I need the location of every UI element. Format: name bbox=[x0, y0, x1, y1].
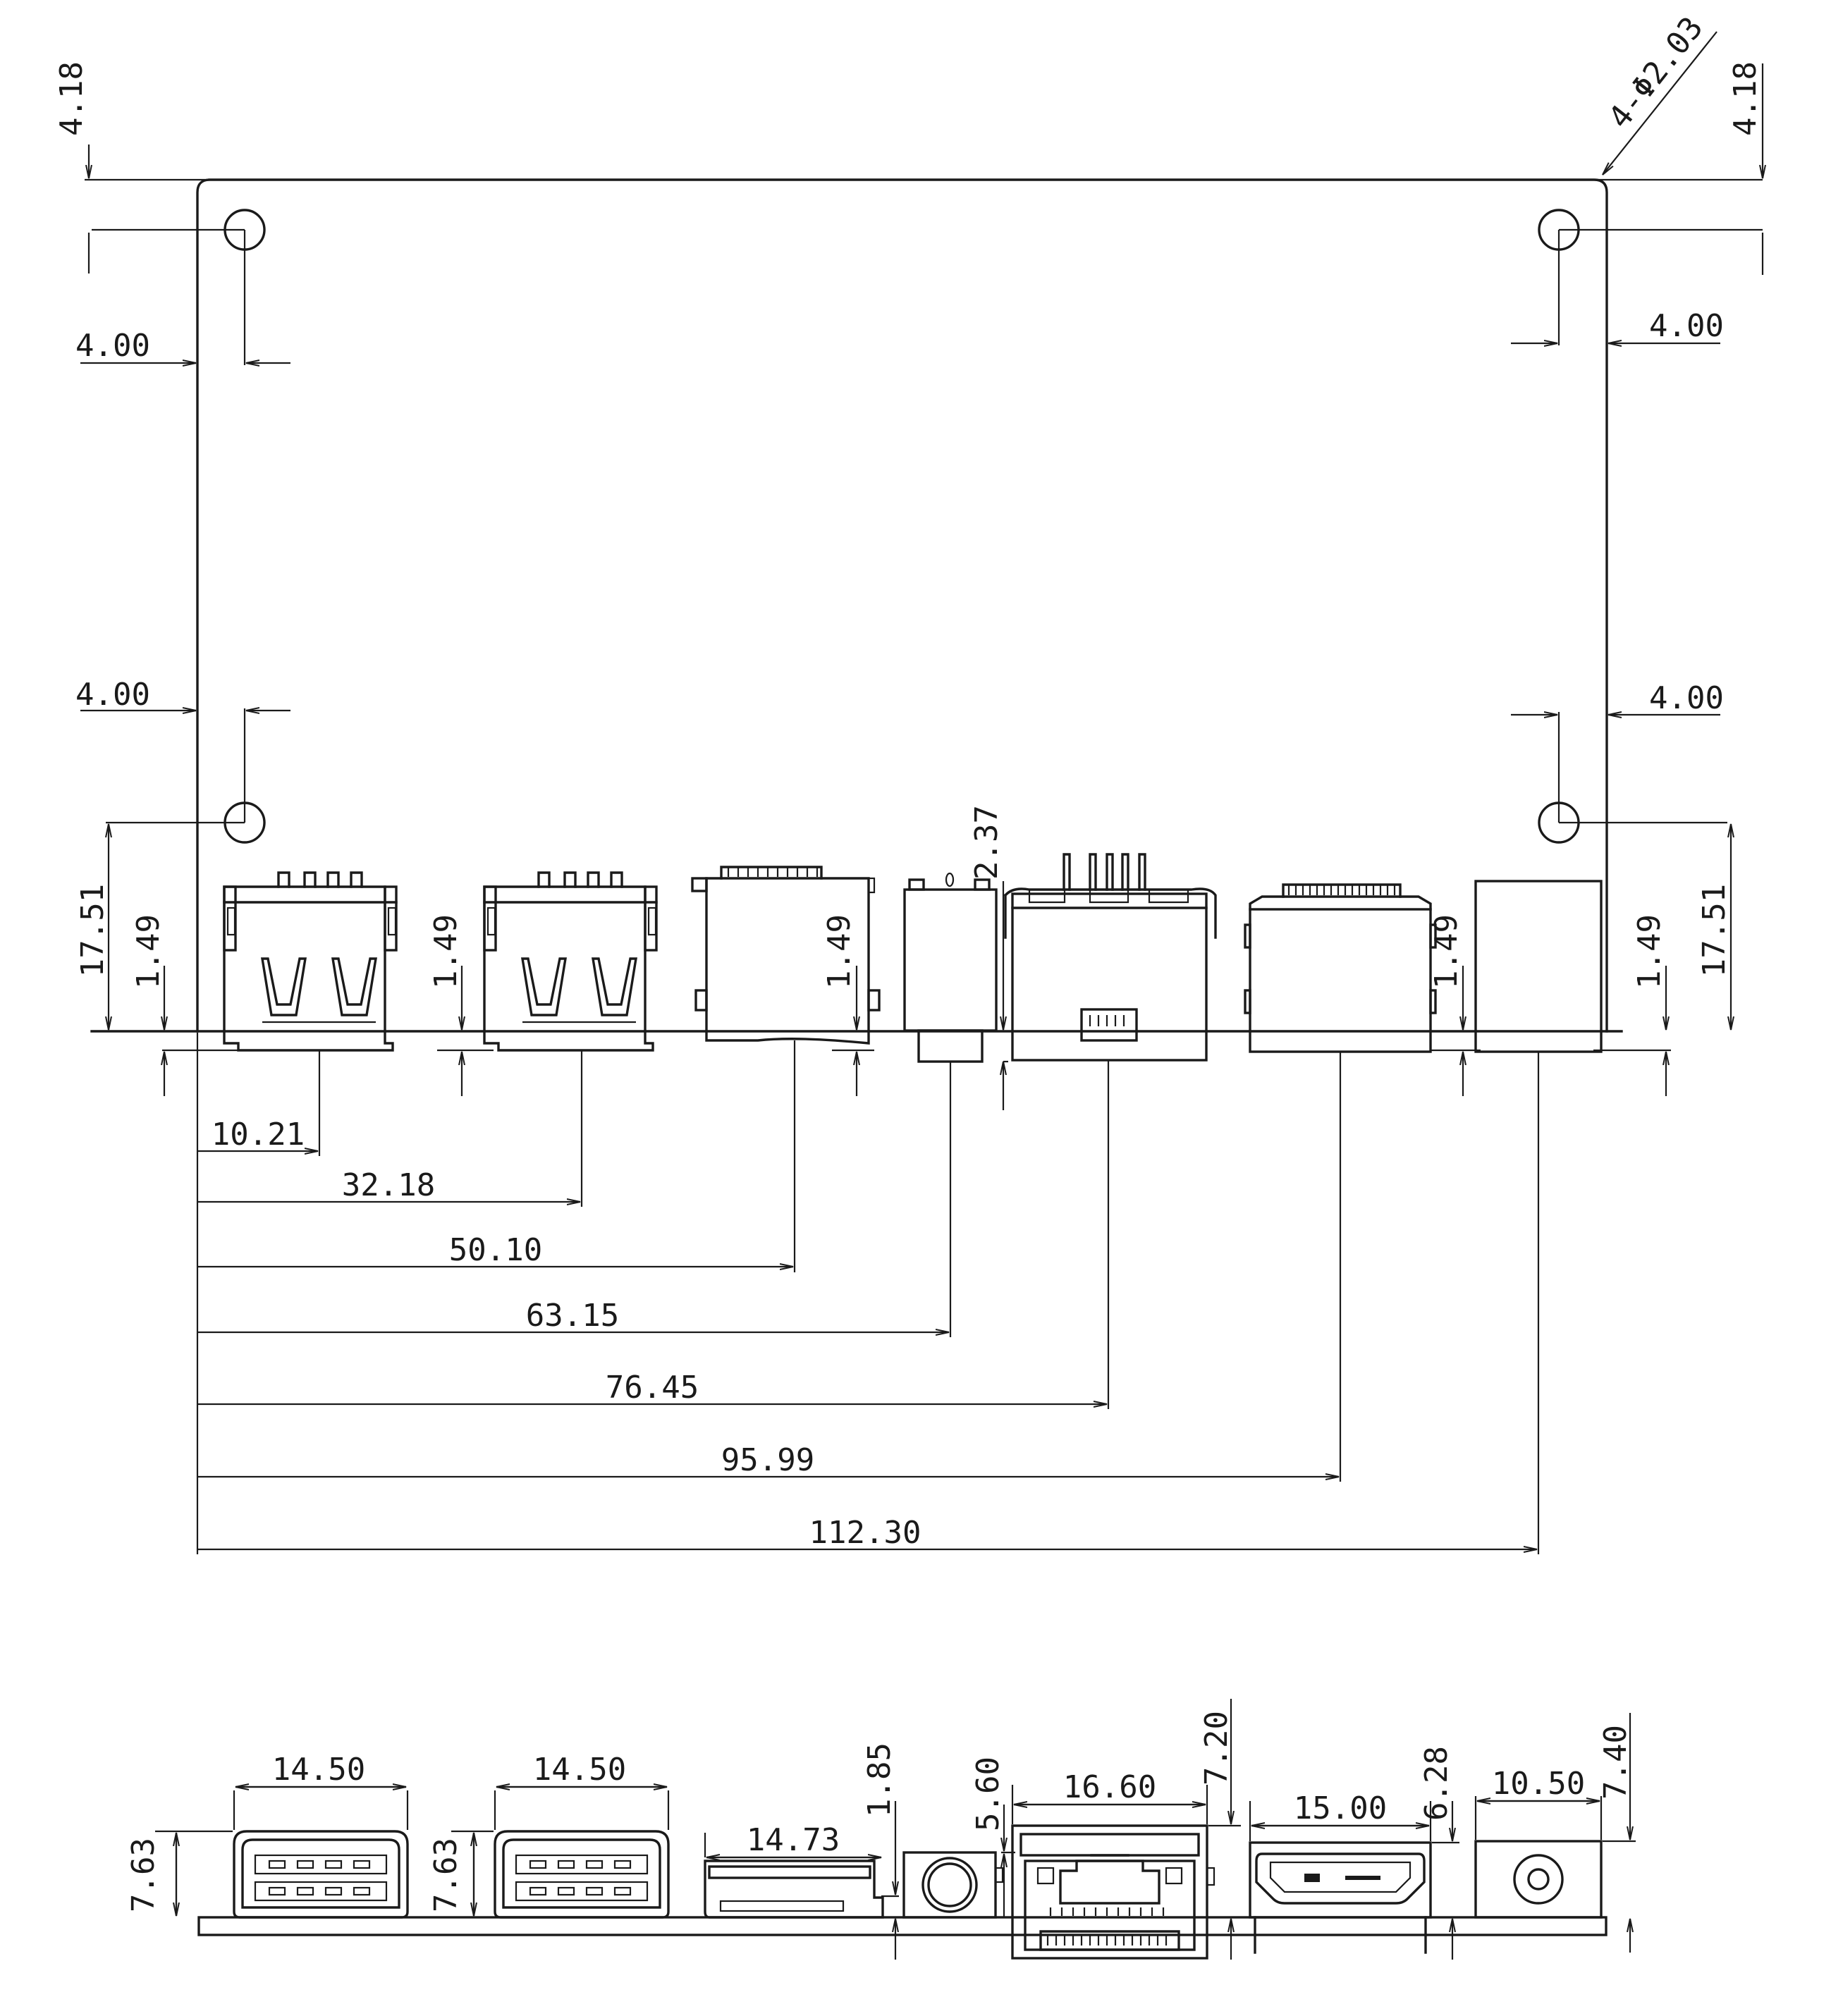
dc-jack-front bbox=[1474, 1840, 1603, 1919]
dim-hdmi-width: 15.00 bbox=[1294, 1790, 1387, 1826]
board-outline bbox=[196, 178, 1608, 1033]
dim-pos-usb2: 32.18 bbox=[342, 1167, 435, 1203]
position-dims: 10.21 32.18 50.10 63.15 76.45 95.99 112.… bbox=[196, 1033, 1540, 1554]
dim-bottom-hole-right: 17.51 bbox=[1696, 884, 1732, 977]
hole-extension-lines bbox=[92, 228, 1763, 824]
dim-rj45-height: 7.20 bbox=[1199, 1711, 1235, 1785]
usb-a-port-1-front bbox=[233, 1830, 409, 1919]
dim-usb2-height: 7.63 bbox=[428, 1838, 464, 1912]
dim-audio-height: 5.60 bbox=[970, 1757, 1006, 1831]
pcb-side bbox=[197, 1916, 1608, 1936]
dim-hole-inset-bl: 4.00 bbox=[75, 677, 150, 713]
rj45-port-top bbox=[1003, 853, 1217, 1062]
dim-rj45-width: 16.60 bbox=[1063, 1769, 1156, 1805]
dim-overhang-dc: 1.49 bbox=[1631, 914, 1667, 989]
front-view: 14.50 7.63 14.50 7.63 bbox=[125, 1699, 1636, 1960]
hdmi-port-top bbox=[1244, 883, 1437, 1053]
dim-overhang-usb1: 1.49 bbox=[130, 914, 166, 989]
dim-tf-height: 1.85 bbox=[862, 1743, 898, 1817]
usb-a-port-1-top bbox=[223, 871, 398, 1052]
audio-jack-top bbox=[903, 872, 998, 1063]
hole-spec-label: 4-Φ2.03 bbox=[1601, 10, 1710, 135]
dim-bottom-hole-left: 17.51 bbox=[75, 884, 111, 977]
top-view: 4.18 4.18 4-Φ2.03 4.00 4.00 4.00 4.00 17… bbox=[54, 10, 1763, 1554]
dim-top-margin-right: 4.18 bbox=[1727, 61, 1763, 136]
dim-hole-inset-tr: 4.00 bbox=[1649, 308, 1724, 344]
usb-a-port-2-top bbox=[483, 871, 658, 1052]
dim-usb2-width: 14.50 bbox=[533, 1752, 626, 1788]
dim-pos-audio: 63.15 bbox=[526, 1298, 619, 1334]
overhang-dims: 1.49 1.49 1.49 2.37 1.49 1.49 bbox=[130, 805, 1667, 1110]
usb-a-port-2-front bbox=[494, 1830, 670, 1919]
dim-tf-width: 14.73 bbox=[747, 1822, 840, 1858]
dc-jack-top bbox=[1474, 880, 1603, 1053]
dim-overhang-audio: 2.37 bbox=[969, 805, 1005, 880]
hdmi-logo-label: HDMI bbox=[1321, 1875, 1346, 1885]
dim-pos-rj45: 76.45 bbox=[606, 1370, 699, 1406]
dim-top-margin-left: 4.18 bbox=[54, 61, 90, 136]
dim-dc-width: 10.50 bbox=[1492, 1766, 1585, 1802]
audio-jack-front bbox=[902, 1851, 1004, 1919]
tf-card-slot-top bbox=[691, 866, 881, 1045]
dim-dc-height: 7.40 bbox=[1598, 1725, 1634, 1800]
dim-pos-usb1: 10.21 bbox=[212, 1117, 305, 1153]
dim-hole-inset-tl: 4.00 bbox=[75, 328, 150, 364]
dim-overhang-usb2: 1.49 bbox=[428, 914, 464, 989]
dim-overhang-tf: 1.49 bbox=[821, 914, 857, 989]
hdmi-port-front: HDMI bbox=[1249, 1841, 1432, 1954]
dim-usb1-width: 14.50 bbox=[272, 1752, 365, 1788]
tf-card-slot-front bbox=[704, 1860, 884, 1919]
dim-pos-hdmi: 95.99 bbox=[721, 1442, 814, 1478]
dim-pos-dc: 112.30 bbox=[809, 1515, 921, 1551]
dim-usb1-height: 7.63 bbox=[125, 1838, 161, 1912]
dim-pos-tf: 50.10 bbox=[449, 1232, 542, 1268]
dim-hdmi-height: 6.28 bbox=[1419, 1746, 1455, 1821]
dim-hole-inset-br: 4.00 bbox=[1649, 680, 1724, 716]
rj45-port-front bbox=[1011, 1824, 1215, 1960]
